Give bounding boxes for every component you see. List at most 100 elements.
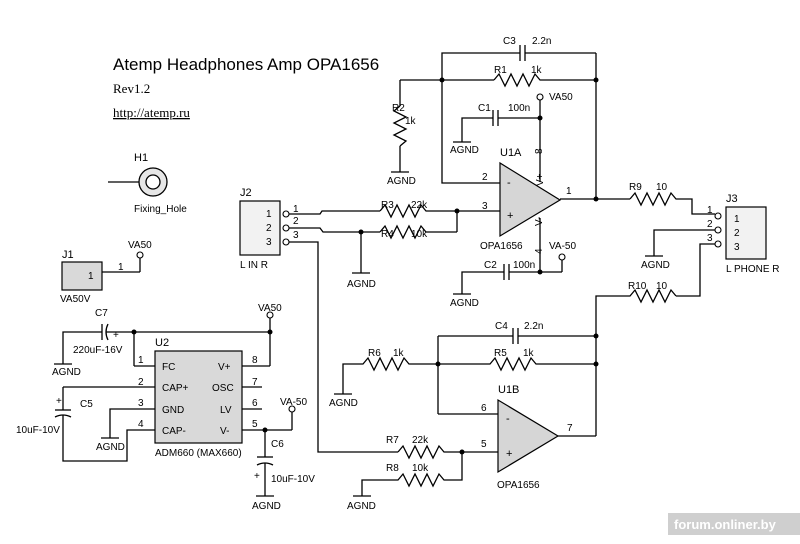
agnd-label-u2: AGND — [96, 442, 125, 453]
r2-resistor — [392, 105, 408, 147]
agnd-label-r4: AGND — [347, 279, 376, 290]
c7-ref: C7 — [95, 308, 108, 319]
u1b-pin6: 6 — [481, 403, 487, 414]
u2-pin5-num: 5 — [252, 419, 258, 430]
u1b-part: OPA1656 — [497, 480, 540, 491]
j2-pin1: 1 — [266, 209, 272, 220]
r2-value: 1k — [405, 116, 417, 127]
c2-ref: C2 — [484, 260, 497, 271]
j1-ref: J1 — [62, 249, 74, 261]
u1a-pin1: 1 — [566, 186, 572, 197]
c5-value: 10uF-10V — [16, 425, 60, 436]
u2-part: ADM660 (MAX660) — [155, 448, 242, 459]
j3-name: L PHONE R — [726, 264, 780, 275]
u1a-pin2: 2 — [482, 172, 488, 183]
r3-resistor — [379, 203, 457, 219]
h1-value: Fixing_Hole — [134, 204, 187, 215]
j1-connector — [61, 261, 103, 291]
r9-value: 10 — [656, 182, 668, 193]
c2-value: 100n — [513, 260, 535, 271]
r8-resistor — [361, 452, 463, 496]
c7-plus: + — [113, 330, 119, 341]
r2-ref: R2 — [392, 103, 405, 114]
j3-pin1: 1 — [734, 214, 740, 225]
c3-ref: C3 — [503, 36, 516, 47]
j3-connector — [725, 206, 767, 260]
r6-value: 1k — [393, 348, 405, 359]
u2-pin4-num: 4 — [138, 419, 144, 430]
watermark: forum.onliner.by — [674, 517, 777, 532]
j1-wire-pin: 1 — [118, 262, 124, 273]
u1a-pin3: 3 — [482, 201, 488, 212]
u1b-ref: U1B — [498, 384, 519, 396]
c4-value: 2.2n — [524, 321, 543, 332]
va50-port-u1 — [536, 93, 544, 101]
j1-pin-num: 1 — [88, 271, 94, 282]
url-link[interactable]: http://atemp.ru — [113, 105, 190, 120]
c4-ref: C4 — [495, 321, 508, 332]
u2-pin2-num: 2 — [138, 377, 144, 388]
u2-pin2-name: CAP+ — [162, 383, 189, 394]
j3-ref: J3 — [726, 193, 738, 205]
r10-resistor — [595, 288, 677, 436]
j1-va50-port — [136, 251, 144, 259]
c6-value: 10uF-10V — [271, 474, 315, 485]
j2-name: L IN R — [240, 260, 268, 271]
r6-resistor — [342, 356, 438, 394]
r8-value: 10k — [412, 463, 429, 474]
schematic-title: Atemp Headphones Amp OPA1656 — [113, 55, 379, 74]
r5-resistor — [438, 356, 596, 372]
va-50-label-u2: VA-50 — [280, 397, 307, 408]
j3-wire-pin1: 1 — [707, 205, 713, 216]
agnd-label-r6: AGND — [329, 398, 358, 409]
agnd-label-j3: AGND — [641, 260, 670, 271]
r10-value: 10 — [656, 281, 668, 292]
c5-ref: C5 — [80, 399, 93, 410]
u1a-minus: - — [507, 177, 511, 189]
r5-value: 1k — [523, 348, 535, 359]
r7-resistor — [397, 444, 498, 460]
u2-pin1-num: 1 — [138, 355, 144, 366]
j2-pin3: 3 — [266, 237, 272, 248]
u2-pin4-name: CAP- — [162, 426, 186, 437]
r7-value: 22k — [412, 435, 429, 446]
u2-pin6-name: LV — [220, 405, 232, 416]
r1-value: 1k — [531, 65, 543, 76]
r4-value: 10k — [411, 229, 428, 240]
u1a-plus: + — [507, 210, 513, 222]
j1-name: VA50V — [60, 294, 91, 305]
va50-label-u2: VA50 — [258, 303, 282, 314]
u2-pin5-name: V- — [220, 426, 229, 437]
r4-ref: R4 — [381, 229, 394, 240]
u2-pin8-num: 8 — [252, 355, 258, 366]
agnd-label-c1: AGND — [450, 145, 479, 156]
agnd-label-r2: AGND — [387, 176, 416, 187]
u1b-pin5: 5 — [481, 439, 487, 450]
r3-ref: R3 — [381, 200, 394, 211]
agnd-label-c6: AGND — [252, 501, 281, 512]
j2-pin2: 2 — [266, 223, 272, 234]
va-50-label-u1: VA-50 — [549, 241, 576, 252]
u1a-opamp — [499, 161, 562, 238]
j3-wire-pin2: 2 — [707, 219, 713, 230]
r5-ref: R5 — [494, 348, 507, 359]
u2-chip — [154, 350, 243, 444]
r9-resistor — [629, 191, 708, 215]
agnd-label-c2: AGND — [450, 298, 479, 309]
j3-pin3: 3 — [734, 242, 740, 253]
c7-value: 220uF-16V — [73, 345, 123, 356]
r1-ref: R1 — [494, 65, 507, 76]
r6-ref: R6 — [368, 348, 381, 359]
agnd-label-r8: AGND — [347, 501, 376, 512]
u1a-ref: U1A — [500, 147, 522, 159]
u1b-plus: + — [506, 448, 512, 460]
u1b-pin7: 7 — [567, 423, 573, 434]
r4-resistor — [379, 224, 457, 240]
agnd-label-c7: AGND — [52, 367, 81, 378]
u1b-minus: - — [506, 413, 510, 425]
j2-connector — [239, 200, 281, 256]
r3-value: 22k — [411, 200, 428, 211]
u1a-part: OPA1656 — [480, 241, 523, 252]
va50-port-u2 — [266, 311, 274, 319]
j1-net-label: VA50 — [128, 240, 152, 251]
